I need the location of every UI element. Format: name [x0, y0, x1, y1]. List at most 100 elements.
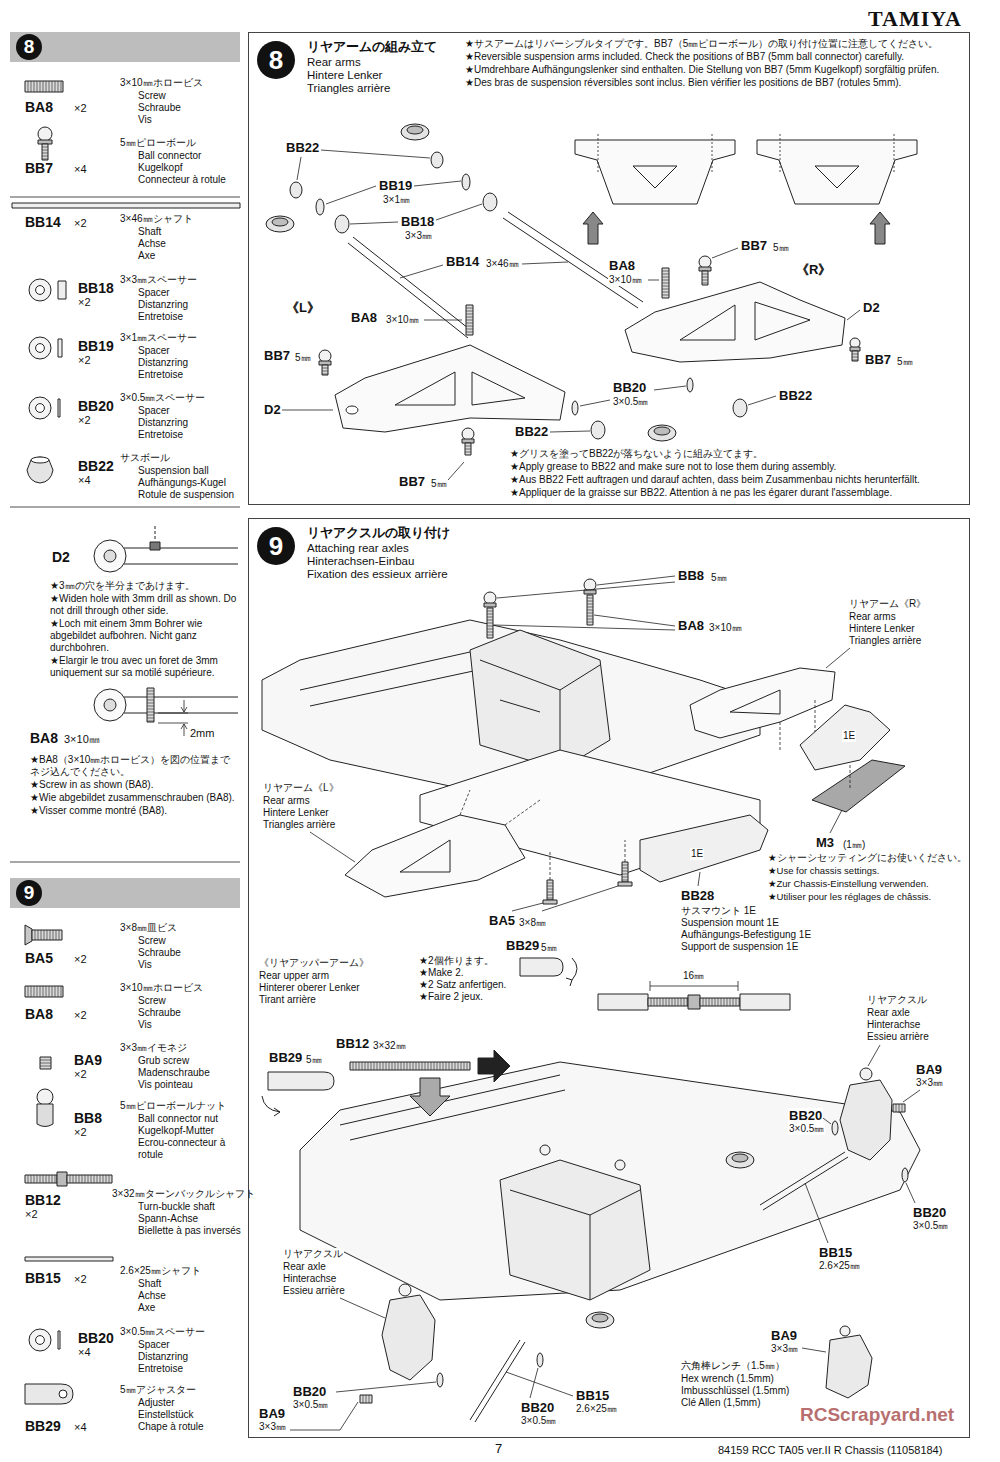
spacer-icon	[36, 404, 45, 413]
flat-screw	[622, 862, 628, 882]
part-description: Einstellstück	[138, 1409, 194, 1421]
callout-label: BB22	[285, 140, 320, 155]
size-label: 5㎜	[430, 478, 448, 490]
quantity: ×2	[74, 1068, 87, 1081]
part-code: BA8	[25, 99, 53, 115]
part-description: 3×3㎜スペーサー	[120, 274, 197, 286]
part-code: BB19	[78, 338, 114, 354]
suspension-ball-icon	[31, 457, 49, 463]
arm-end-detail	[124, 548, 238, 564]
ball-connector	[615, 1160, 625, 1170]
gearbox	[470, 630, 610, 770]
callout-label: BA8	[608, 258, 636, 273]
callout-label: BB15	[575, 1388, 610, 1403]
part-description: Aufhängungs-Befestigung 1E	[680, 929, 812, 941]
note: ★Umdrehbare Aufhängungslenker sind entha…	[465, 64, 965, 76]
callout-label: 《L》	[285, 300, 321, 315]
part-description: Hinterer oberer Lenker	[258, 982, 361, 994]
leader-line	[903, 1090, 920, 1102]
hollow-screw	[587, 598, 593, 622]
size-label: 3×8㎜	[518, 917, 547, 929]
callout-label: BB14	[445, 254, 480, 269]
part-description: 3×0.5㎜スペーサー	[120, 392, 205, 404]
dimension-line	[650, 981, 738, 991]
ball-connector-icon	[38, 140, 52, 144]
part-description: Axe	[138, 250, 155, 262]
part-description: Entretoise	[138, 311, 183, 323]
leader-line	[512, 903, 543, 911]
leader-line	[414, 181, 461, 186]
leader-line	[580, 400, 610, 406]
turnbuckle	[353, 1062, 467, 1070]
part-description: Support de suspension 1E	[680, 941, 799, 953]
part-description: Imbusschlüssel (1.5mm)	[680, 1385, 790, 1397]
leader-line	[748, 396, 776, 405]
turnbuckle	[688, 995, 700, 1009]
part-description: 3×3㎜イモネジ	[120, 1042, 187, 1054]
step-number-circle: 8	[257, 41, 295, 79]
part-description: 5㎜ピローボールナット	[120, 1100, 226, 1112]
turnbuckle-icon	[28, 1175, 55, 1183]
part-description: Kugelkopf-Mutter	[138, 1125, 214, 1137]
spacer	[483, 193, 497, 211]
gearbox	[500, 1160, 650, 1300]
part-description: リヤアクスル	[282, 1248, 344, 1260]
shaft	[470, 1340, 525, 1422]
ball-nut-icon	[37, 1104, 53, 1127]
part-code: BB20	[78, 1330, 114, 1346]
part-code: BA9	[74, 1052, 102, 1068]
spacer	[335, 215, 349, 233]
ball-cup	[654, 427, 670, 435]
size-label: 5㎜	[305, 1054, 323, 1066]
part-description: Entretoise	[138, 429, 183, 441]
note: ★Wie abgebildet zusammenschrauben (BA8).	[30, 792, 240, 804]
rear-arm	[680, 302, 810, 340]
ball-connector	[540, 1145, 550, 1155]
size-label: 3×0.5㎜	[520, 1415, 557, 1427]
step-title: Triangles arrière	[307, 82, 390, 95]
ball-cup	[648, 425, 676, 441]
part-description: Screw	[138, 935, 166, 947]
divider	[10, 862, 240, 863]
callout-label: BB19	[378, 178, 413, 193]
size-label: 5㎜	[710, 572, 728, 584]
part-description: Schraube	[138, 1007, 181, 1019]
callout-label: M3	[815, 835, 835, 850]
part-code: BB7	[25, 160, 53, 176]
leader-line	[648, 280, 659, 281]
part-description: Screw	[138, 90, 166, 102]
flat-screw-icon	[32, 930, 62, 940]
spacer-icon	[58, 1331, 60, 1349]
ball-connector	[322, 368, 328, 374]
hollow-screw	[662, 268, 669, 298]
note: ★BA8（3×10㎜ホロービス）を図の位置までネジ込んでください。	[30, 754, 240, 778]
part-description: Turn-buckle shaft	[138, 1201, 215, 1213]
callout-label: D2	[862, 300, 881, 315]
rear-arm	[395, 372, 525, 405]
leader-line	[530, 1368, 538, 1398]
quantity: ×2	[78, 414, 91, 427]
part-description: Distanzring	[138, 299, 188, 311]
ball-connector	[319, 361, 331, 365]
ball-connector	[850, 347, 860, 351]
part-description: 《リヤアッパーアーム》	[258, 957, 370, 969]
hollow-screw-icon	[147, 691, 154, 721]
rear-arm	[690, 668, 835, 738]
spacer-icon	[58, 281, 66, 299]
grub-screw	[893, 1104, 905, 1112]
callout-label: BB7	[864, 352, 892, 367]
step-title: Hinterachsen-Einbau	[307, 555, 414, 568]
part-code: BA8	[30, 730, 58, 746]
quantity: 2mm	[190, 727, 214, 740]
suspension-mount	[800, 705, 890, 770]
belt	[340, 1075, 565, 1140]
part-description: Suspension mount 1E	[680, 917, 780, 929]
callout-label: BB29	[268, 1050, 303, 1065]
leader-line	[522, 262, 568, 264]
hollow-screw-icon	[147, 688, 154, 722]
spacer	[687, 378, 693, 392]
size-label: 3×3㎜	[915, 1077, 944, 1089]
grub-screw-icon	[40, 1057, 51, 1069]
size-label: 3×0.5㎜	[912, 1220, 949, 1232]
size-label: 3×0.5㎜	[788, 1123, 825, 1135]
